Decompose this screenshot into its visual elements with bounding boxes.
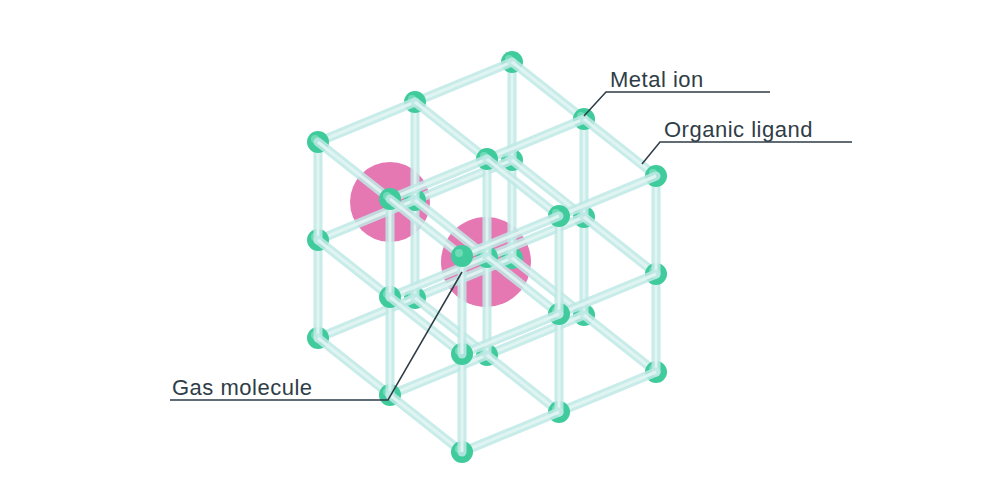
part-label: Organic ligand: [664, 118, 813, 142]
organic-ligand: [386, 297, 395, 395]
organic-ligand: [390, 355, 487, 395]
leader-line: [584, 92, 770, 116]
ligand-highlight: [512, 62, 584, 119]
ligand-highlight: [389, 199, 392, 297]
ligand-highlight: [559, 176, 656, 216]
part-label: Metal ion: [610, 68, 704, 92]
ligand-highlight: [559, 372, 656, 412]
ligand-highlight: [462, 216, 559, 256]
ligand-highlight: [655, 274, 658, 372]
ligand-highlight: [487, 119, 584, 159]
leader-line: [170, 272, 462, 400]
organic-ligand: [584, 315, 656, 372]
ligand-highlight: [415, 102, 487, 159]
organic-ligand: [462, 412, 559, 452]
ligand-highlight: [318, 338, 390, 395]
ligand-highlight: [390, 355, 487, 395]
ligand-highlight: [390, 199, 462, 256]
organic-ligand: [415, 62, 512, 102]
ligand-highlight: [584, 217, 656, 274]
ligand-highlight: [318, 142, 390, 199]
ligand-highlight: [487, 257, 559, 314]
ligand-highlight: [461, 256, 464, 354]
organic-ligand: [415, 102, 487, 159]
organic-ligand: [314, 240, 323, 338]
organic-ligand: [318, 240, 390, 297]
ligand-highlight: [487, 355, 559, 412]
ligand-highlight: [317, 142, 320, 240]
ligand-highlight: [558, 216, 561, 314]
organic-ligand: [555, 216, 564, 314]
leader-line: [642, 142, 852, 164]
part-label: Gas molecule: [172, 376, 313, 400]
ligand-highlight: [389, 297, 392, 395]
organic-ligand: [318, 142, 390, 199]
organic-ligand: [512, 62, 584, 119]
organic-ligand: [390, 297, 462, 354]
organic-ligand: [390, 395, 462, 452]
ligand-highlight: [318, 102, 415, 142]
organic-ligand: [462, 314, 559, 354]
ligand-highlight: [559, 274, 656, 314]
ion-highlight: [455, 249, 463, 257]
leader-lines: [170, 92, 852, 400]
ligand-highlight: [655, 176, 658, 274]
lattice: [307, 51, 667, 463]
ligand-highlight: [318, 240, 390, 297]
ligand-highlight: [584, 119, 656, 176]
organic-ligand: [487, 257, 559, 314]
organic-ligand: [487, 159, 559, 216]
ligand-highlight: [317, 240, 320, 338]
organic-ligand: [487, 119, 584, 159]
organic-ligand: [390, 199, 462, 256]
metal-ion: [451, 245, 473, 267]
ligand-highlight: [558, 314, 561, 412]
organic-ligand: [318, 338, 390, 395]
ligand-highlight: [462, 412, 559, 452]
organic-ligand: [652, 176, 661, 274]
organic-ligand: [487, 355, 559, 412]
organic-ligand: [386, 199, 395, 297]
organic-ligand: [555, 314, 564, 412]
ligand-highlight: [584, 315, 656, 372]
organic-ligand: [390, 159, 487, 199]
organic-ligand: [559, 372, 656, 412]
organic-ligand: [318, 102, 415, 142]
ligand-highlight: [462, 314, 559, 354]
ligand-highlight: [461, 354, 464, 452]
organic-ligand: [559, 274, 656, 314]
organic-ligand: [652, 274, 661, 372]
ligand-highlight: [390, 297, 462, 354]
organic-ligand: [458, 354, 467, 452]
ligand-highlight: [390, 159, 487, 199]
ligand-highlight: [390, 395, 462, 452]
ligand-highlight: [487, 159, 559, 216]
organic-ligand: [390, 257, 487, 297]
organic-ligand: [559, 176, 656, 216]
organic-ligand: [584, 217, 656, 274]
organic-ligand: [314, 142, 323, 240]
organic-ligand: [462, 216, 559, 256]
organic-ligand: [584, 119, 656, 176]
organic-ligand: [458, 256, 467, 354]
ligand-highlight: [415, 62, 512, 102]
ligand-highlight: [390, 257, 487, 297]
